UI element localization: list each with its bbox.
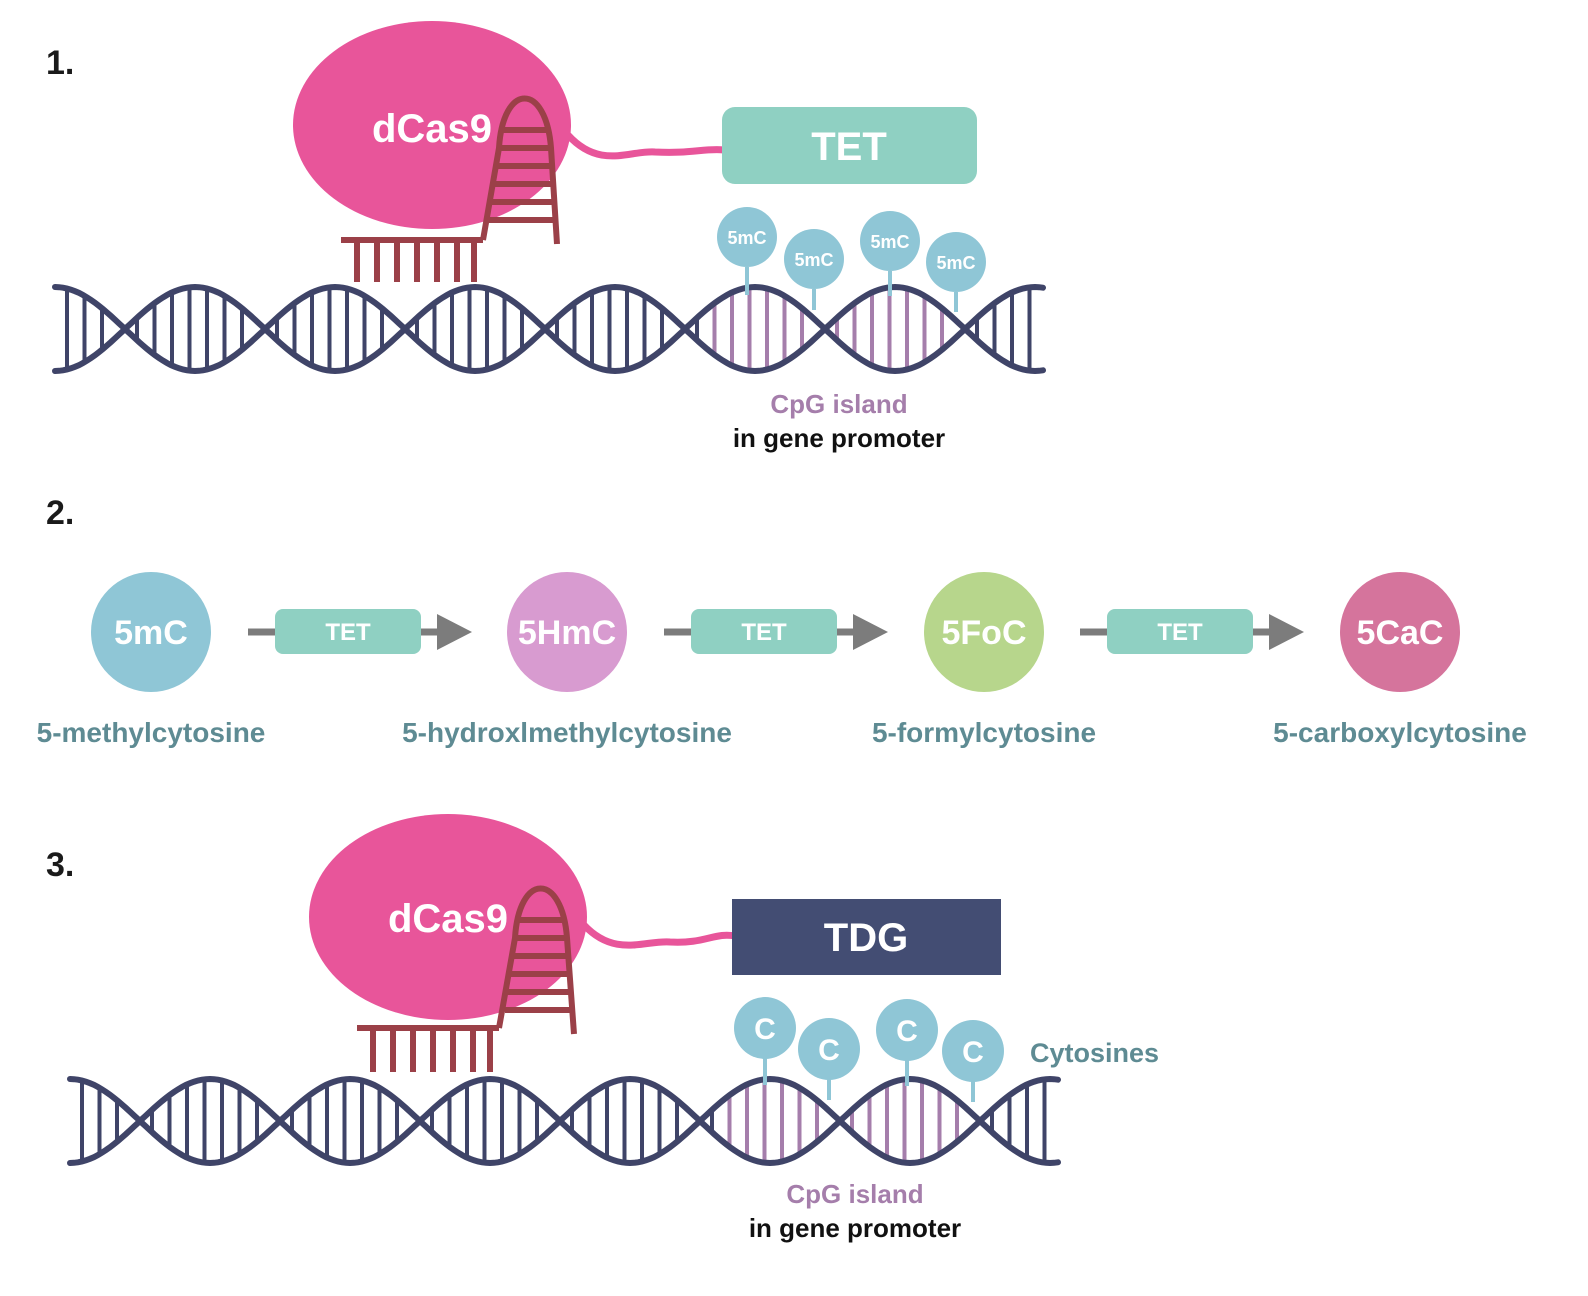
cytosine-mark-label: C xyxy=(754,1013,776,1046)
guide-rna-1 xyxy=(341,95,560,282)
molecule-name: 5-methylcytosine xyxy=(37,717,266,748)
cpg-island-label-3: CpG island xyxy=(786,1179,923,1209)
cytosine-mark-4: C xyxy=(942,1020,1004,1102)
dna-strand xyxy=(67,1075,1061,1167)
methyl-mark-label: 5mC xyxy=(794,250,833,270)
cytosine-mark-label: C xyxy=(896,1015,918,1048)
tet-arrow-label: TET xyxy=(1157,619,1203,646)
step-number-2: 2. xyxy=(46,494,74,532)
tdg-label: TDG xyxy=(824,916,908,960)
molecule-abbr: 5CaC xyxy=(1357,614,1444,652)
molecule-name: 5-formylcytosine xyxy=(872,717,1096,748)
step-number-1: 1. xyxy=(46,44,74,82)
methyl-mark-3: 5mC xyxy=(860,211,920,296)
cytosine-mark-label: C xyxy=(818,1034,840,1067)
dna-strand xyxy=(52,283,1046,375)
molecule-abbr: 5FoC xyxy=(942,614,1027,652)
linker-3 xyxy=(580,921,739,949)
guide-rna-3 xyxy=(357,885,577,1072)
dna-helix-1 xyxy=(52,283,1046,375)
dcas9-label-1: dCas9 xyxy=(372,107,492,151)
tet-arrow-2: TET xyxy=(664,609,888,654)
dcas9-protein-3 xyxy=(309,814,587,1020)
cytosine-mark-3: C xyxy=(876,999,938,1086)
dcas9-label-3: dCas9 xyxy=(388,897,508,941)
tet-label: TET xyxy=(811,125,887,169)
cytosines-label: Cytosines xyxy=(1030,1038,1159,1068)
panel-1: 1. TET dCas9 xyxy=(46,21,1046,453)
tet-arrow-label: TET xyxy=(325,619,371,646)
cpg-island-label-1: CpG island xyxy=(770,389,907,419)
tet-arrow-3: TET xyxy=(1080,609,1304,654)
molecule-5CaC: 5CaC 5-carboxylcytosine xyxy=(1273,572,1527,748)
molecule-abbr: 5HmC xyxy=(518,614,616,652)
tet-arrow-1: TET xyxy=(248,609,472,654)
tet-box xyxy=(722,107,977,184)
tdg-box xyxy=(732,899,1001,975)
molecule-name: 5-carboxylcytosine xyxy=(1273,717,1527,748)
dna-helix-3 xyxy=(67,1075,1061,1167)
dcas9-protein-1 xyxy=(293,21,571,229)
dna-strand xyxy=(52,283,1046,375)
methyl-mark-1: 5mC xyxy=(717,207,777,295)
promoter-label-3: in gene promoter xyxy=(749,1213,961,1243)
step-number-3: 3. xyxy=(46,846,74,884)
tet-arrow-label: TET xyxy=(741,619,787,646)
methyl-mark-label: 5mC xyxy=(936,253,975,273)
dna-strand xyxy=(67,1075,1061,1167)
linker-1 xyxy=(564,131,728,160)
methyl-mark-label: 5mC xyxy=(727,228,766,248)
methyl-mark-label: 5mC xyxy=(870,232,909,252)
panel-2: 2. TET TET TET 5mC 5-methylcytosine xyxy=(37,494,1527,748)
molecule-5FoC: 5FoC 5-formylcytosine xyxy=(872,572,1096,748)
molecule-5HmC: 5HmC 5-hydroxlmethylcytosine xyxy=(402,572,732,748)
methyl-mark-2: 5mC xyxy=(784,229,844,310)
panel-3: 3. TDG dCas9 C xyxy=(46,814,1159,1243)
molecule-abbr: 5mC xyxy=(114,614,188,652)
cytosine-mark-label: C xyxy=(962,1036,984,1069)
methyl-mark-4: 5mC xyxy=(926,232,986,312)
molecule-name: 5-hydroxlmethylcytosine xyxy=(402,717,732,748)
cytosine-mark-2: C xyxy=(798,1018,860,1100)
molecule-5mC: 5mC 5-methylcytosine xyxy=(37,572,266,748)
cytosine-mark-1: C xyxy=(734,997,796,1085)
promoter-label-1: in gene promoter xyxy=(733,423,945,453)
